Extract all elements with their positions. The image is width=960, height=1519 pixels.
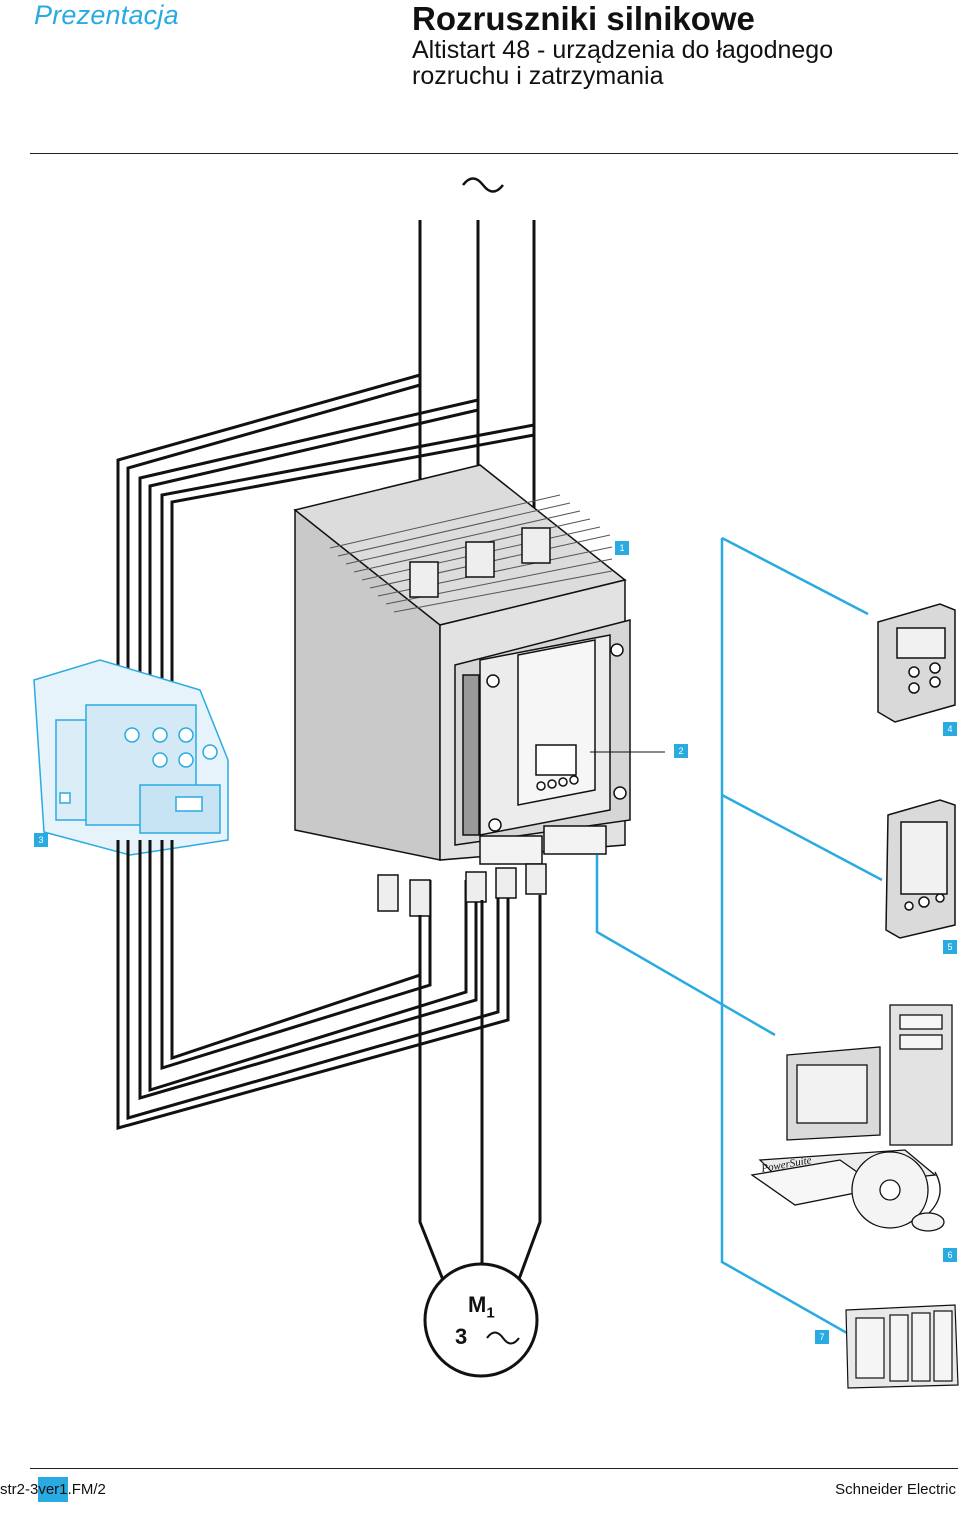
- footer-brand: Schneider Electric: [835, 1481, 956, 1498]
- callout-5: 5: [943, 940, 957, 954]
- callout-1: 1: [615, 541, 629, 555]
- motor-ac-symbol: [486, 1331, 520, 1345]
- callout-6: 6: [943, 1248, 957, 1262]
- callout-7: 7: [815, 1330, 829, 1344]
- pda-device: [885, 799, 956, 939]
- motor-lines: [418, 895, 542, 1291]
- pc-setup: [750, 1004, 953, 1232]
- footer-file-highlight: ver1: [38, 1477, 68, 1502]
- footer-rule: [30, 1468, 958, 1469]
- callout-2: 2: [674, 744, 688, 758]
- page-title: Rozruszniki silnikowe: [412, 0, 755, 37]
- callout-3: 3: [34, 833, 48, 847]
- bypass-wires: [116, 373, 535, 725]
- plc-rack: [845, 1304, 959, 1389]
- ac-symbol: [462, 177, 504, 193]
- footer-file-name: str2-3ver1.FM/2: [0, 1477, 106, 1502]
- motor-name-subscript: 1: [486, 1304, 495, 1322]
- motor-circle: [423, 1262, 539, 1378]
- remote-terminal: [877, 603, 956, 723]
- footer-file-prefix: str2-3: [0, 1481, 39, 1498]
- header-rule: [30, 153, 958, 154]
- comm-lines: [595, 536, 883, 1347]
- page-subtitle: Altistart 48 - urządzenia do łagodnego r…: [412, 36, 834, 90]
- soft-starter: [293, 464, 631, 917]
- return-wires: [116, 840, 510, 1130]
- motor-phases: 3: [455, 1324, 468, 1349]
- section-label: Prezentacja: [34, 0, 179, 30]
- motor-name: M1: [468, 1292, 495, 1321]
- footer-file-suffix: .FM/2: [67, 1481, 106, 1498]
- contactor-illustration: [33, 659, 229, 856]
- callout-4: 4: [943, 722, 957, 736]
- motor-name-letter: M: [468, 1292, 487, 1317]
